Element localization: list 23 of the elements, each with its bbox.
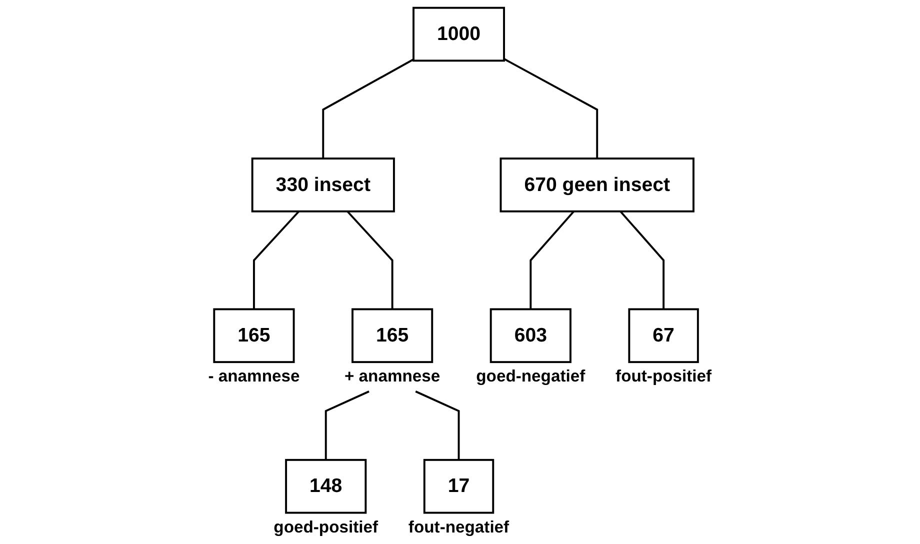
connector <box>346 210 394 310</box>
connector <box>530 210 575 310</box>
node-caption: goed-negatief <box>476 366 586 386</box>
connector <box>504 58 598 159</box>
node-box: 148 <box>285 458 367 514</box>
node-box: 1000 <box>412 6 505 62</box>
node-box: 17 <box>423 458 494 514</box>
node-box: 603 <box>490 308 572 364</box>
connector <box>252 210 300 310</box>
connector <box>620 210 665 310</box>
node-box: 165 <box>213 308 295 364</box>
node-caption: - anamnese <box>208 366 300 386</box>
node-box: 67 <box>628 308 699 364</box>
node-caption: fout-positief <box>616 366 712 386</box>
node-caption: + anamnese <box>344 366 440 386</box>
node-box: 330 insect <box>251 158 395 212</box>
node-box: 165 <box>352 308 434 364</box>
connector <box>415 390 460 460</box>
node-caption: fout-negatief <box>408 517 510 536</box>
connector <box>324 390 370 460</box>
connector <box>322 58 414 159</box>
node-caption: goed-positief <box>274 517 378 536</box>
node-box: 670 geen insect <box>500 158 694 212</box>
